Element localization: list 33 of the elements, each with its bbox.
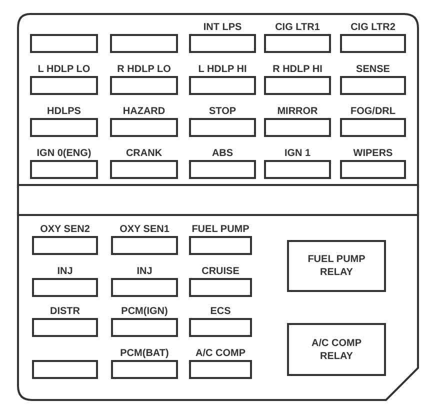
fuse-label: A/C COMP <box>194 348 246 359</box>
fuse-label: IGN 0(ENG) <box>36 148 92 159</box>
fuse-label: INT LPS <box>202 22 243 33</box>
fuse-label: PCM(IGN) <box>120 306 169 317</box>
fuse-label: INJ <box>56 266 74 277</box>
relay-label: A/C COMP RELAY <box>310 336 362 362</box>
fuse-label: CRUISE <box>200 266 240 277</box>
fuse-label: HAZARD <box>122 106 166 117</box>
fuse-label: STOP <box>208 106 238 117</box>
fuse-label: CRANK <box>124 148 164 159</box>
fuse-label: IGN 1 <box>283 148 312 159</box>
relay-box <box>287 323 386 376</box>
fuse-label: L HDLP LO <box>36 64 92 75</box>
fuse-label: FOG/DRL <box>350 106 396 117</box>
relay-box <box>287 240 386 292</box>
fuse-label: OXY SEN1 <box>118 224 170 235</box>
fuse-label: DISTR <box>49 306 81 317</box>
fuse-label: OXY SEN2 <box>39 224 91 235</box>
fuse-label: R HDLP LO <box>116 64 172 75</box>
fuse-label: ABS <box>210 148 234 159</box>
fuse-label: INJ <box>136 266 154 277</box>
fuse-label: FUEL PUMP <box>190 224 250 235</box>
fuse-label: SENSE <box>355 64 391 75</box>
fuse-label: CIG LTR2 <box>350 22 396 33</box>
fuse-label: CIG LTR1 <box>274 22 321 33</box>
fuse-label: R HDLP HI <box>272 64 324 75</box>
fuse-label: HDLPS <box>46 106 82 117</box>
fuse-label: PCM(BAT) <box>119 348 170 359</box>
fuse-label: ECS <box>209 306 232 317</box>
fuse-label: WIPERS <box>352 148 394 159</box>
relay-label: FUEL PUMP RELAY <box>306 253 366 279</box>
fuse-label: L HDLP HI <box>197 64 248 75</box>
fuse-label: MIRROR <box>276 106 319 117</box>
